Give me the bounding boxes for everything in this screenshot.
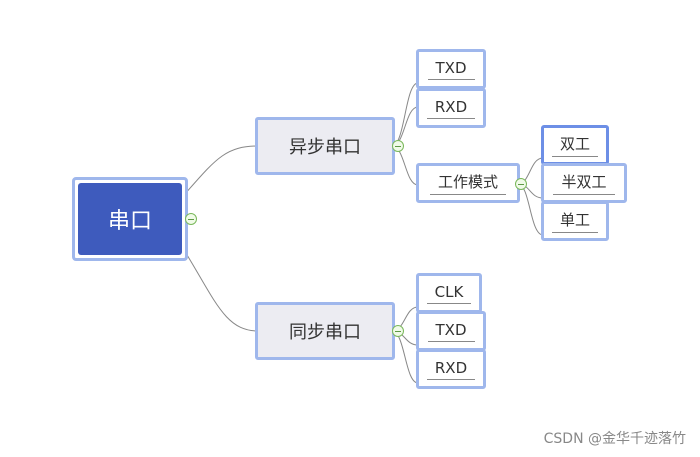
subtopic-work-mode-label: 工作模式 (429, 171, 506, 195)
topic-sync-serial[interactable]: 同步串口 (255, 302, 395, 360)
minus-circle-icon[interactable] (392, 140, 404, 152)
subtopic-half-duplex[interactable]: 半双工 (541, 163, 627, 203)
subtopic-duplex-label: 双工 (551, 133, 598, 157)
subtopic-sync-rxd[interactable]: RXD (416, 349, 486, 389)
subtopic-sync-clk[interactable]: CLK (416, 273, 482, 313)
subtopic-simplex-label: 单工 (551, 209, 598, 233)
subtopic-async-rxd-label: RXD (426, 98, 476, 119)
topic-async-serial[interactable]: 异步串口 (255, 117, 395, 175)
root-node-label: 串口 (78, 183, 182, 255)
subtopic-async-txd-label: TXD (427, 59, 475, 80)
minus-circle-icon[interactable] (392, 325, 404, 337)
subtopic-sync-clk-label: CLK (426, 283, 472, 304)
connector-root-sync (183, 249, 259, 332)
subtopic-async-txd[interactable]: TXD (416, 49, 486, 89)
minus-circle-icon[interactable] (515, 178, 527, 190)
subtopic-duplex[interactable]: 双工 (541, 125, 609, 165)
topic-sync-serial-label: 同步串口 (289, 322, 361, 343)
connector-async-txd (391, 82, 419, 147)
subtopic-work-mode[interactable]: 工作模式 (416, 163, 520, 203)
connector-sync-rxd (391, 330, 419, 384)
subtopic-half-duplex-label: 半双工 (553, 171, 615, 195)
watermark: CSDN @金华千迹落竹 (543, 431, 686, 447)
subtopic-sync-txd-label: TXD (427, 321, 475, 342)
minus-circle-icon[interactable] (185, 213, 197, 225)
subtopic-async-rxd[interactable]: RXD (416, 88, 486, 128)
connector-root-async (183, 145, 259, 196)
subtopic-simplex[interactable]: 单工 (541, 201, 609, 241)
subtopic-sync-txd[interactable]: TXD (416, 311, 486, 351)
root-node[interactable]: 串口 (72, 177, 188, 261)
subtopic-sync-rxd-label: RXD (426, 359, 476, 380)
topic-async-serial-label: 异步串口 (289, 137, 361, 158)
